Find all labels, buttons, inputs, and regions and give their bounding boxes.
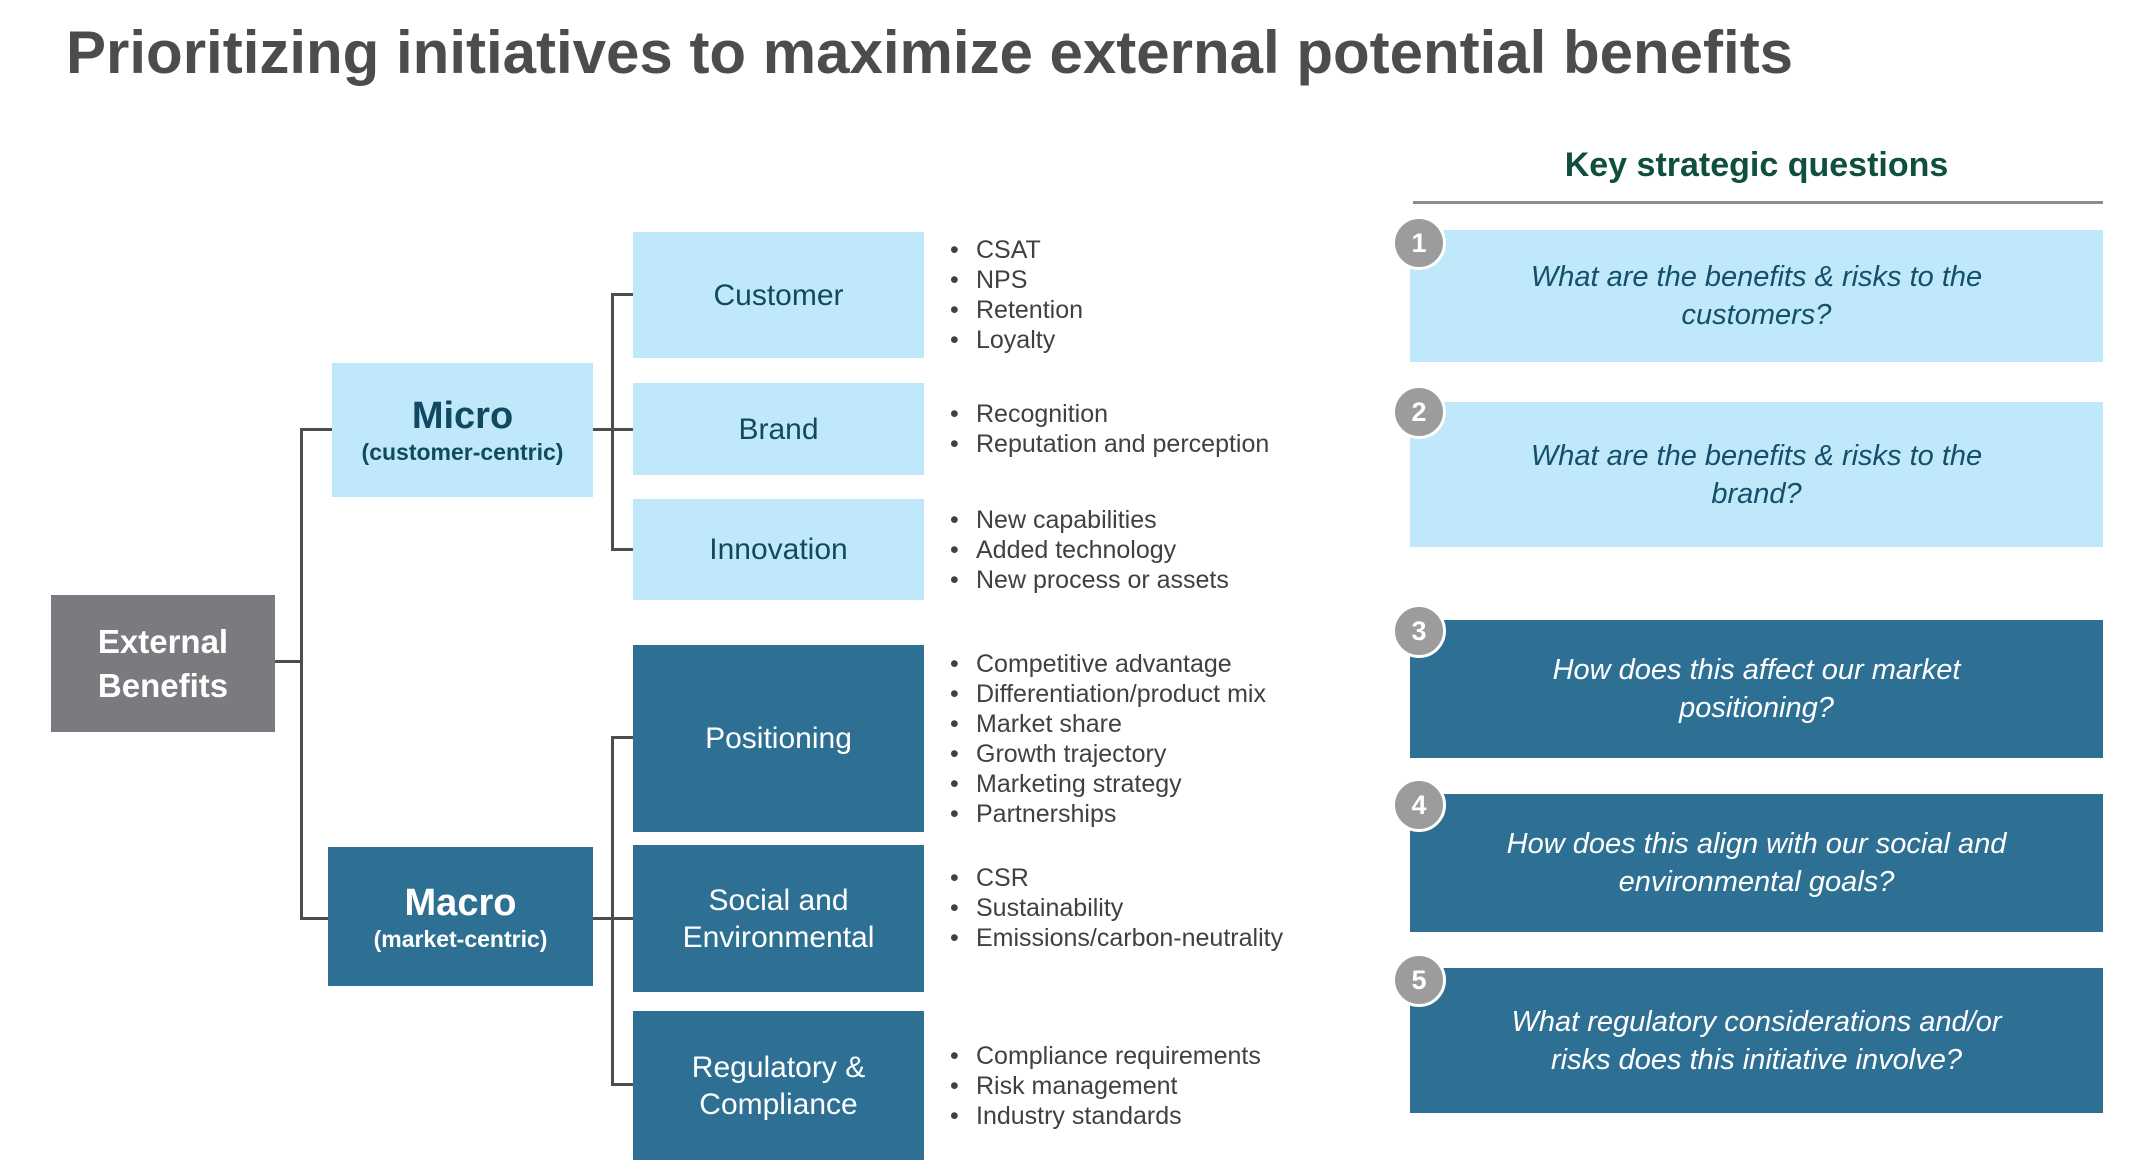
bullet-item: Marketing strategy — [940, 769, 1440, 799]
bullet-item: Recognition — [940, 399, 1440, 429]
node-micro: Micro (customer-centric) — [332, 363, 593, 497]
node-micro-sublabel: (customer-centric) — [361, 439, 564, 465]
question-box-1: What are the benefits & risks to the cus… — [1410, 230, 2103, 362]
node-positioning: Positioning — [633, 645, 924, 832]
node-macro-sublabel: (market-centric) — [373, 925, 548, 952]
question-number-badge-3: 3 — [1392, 604, 1446, 658]
connector-macro-vertical — [611, 736, 614, 1086]
node-innovation: Innovation — [633, 499, 924, 600]
node-macro-label: Macro — [404, 881, 517, 924]
bullet-item: CSAT — [940, 235, 1440, 265]
node-social-environmental-label: Social and Environmental — [682, 883, 875, 954]
connector-to-customer — [611, 293, 635, 296]
bullet-item: Sustainability — [940, 893, 1440, 923]
bullet-item: Retention — [940, 295, 1440, 325]
connector-to-micro — [300, 428, 334, 431]
node-positioning-label: Positioning — [705, 722, 852, 755]
bullet-item: New capabilities — [940, 505, 1440, 535]
bullet-item: Growth trajectory — [940, 739, 1440, 769]
questions-heading-underline — [1413, 201, 2103, 204]
question-text-2: What are the benefits & risks to the bra… — [1530, 439, 1983, 510]
social-bullet-list: CSR Sustainability Emissions/carbon-neut… — [940, 845, 1440, 970]
node-customer-label: Customer — [713, 278, 844, 312]
customer-bullet-list: CSAT NPS Retention Loyalty — [940, 232, 1440, 358]
connector-to-regulatory — [611, 1083, 635, 1086]
connector-to-macro — [300, 917, 330, 920]
bullet-item: Partnerships — [940, 799, 1440, 829]
question-number-badge-2: 2 — [1392, 385, 1446, 439]
bullet-item: CSR — [940, 863, 1440, 893]
questions-heading: Key strategic questions — [1564, 146, 1949, 184]
bullet-item: Emissions/carbon-neutrality — [940, 923, 1440, 953]
question-number-badge-1: 1 — [1392, 216, 1446, 270]
bullet-item: Industry standards — [940, 1101, 1440, 1131]
connector-root-out — [275, 660, 302, 663]
page-title: Prioritizing initiatives to maximize ext… — [66, 19, 1794, 86]
node-macro: Macro (market-centric) — [328, 847, 593, 986]
node-micro-label: Micro — [411, 395, 514, 437]
question-text-1: What are the benefits & risks to the cus… — [1530, 261, 1983, 331]
node-customer: Customer — [633, 232, 924, 358]
bullet-item: Added technology — [940, 535, 1440, 565]
bullet-item: Compliance requirements — [940, 1041, 1440, 1071]
brand-bullet-list: Recognition Reputation and perception — [940, 383, 1440, 475]
connector-micro-vertical — [611, 293, 614, 551]
regulatory-bullet-list: Compliance requirements Risk management … — [940, 1011, 1440, 1160]
bullet-item: Reputation and perception — [940, 429, 1440, 459]
node-external-benefits-label: External Benefits — [97, 622, 229, 704]
connector-to-innovation — [611, 548, 635, 551]
connector-to-social — [611, 917, 635, 920]
bullet-item: Competitive advantage — [940, 649, 1440, 679]
question-box-2: What are the benefits & risks to the bra… — [1410, 402, 2103, 547]
bullet-item: Differentiation/product mix — [940, 679, 1440, 709]
question-text-4: How does this align with our social and … — [1506, 828, 2007, 898]
question-box-3: How does this affect our market position… — [1410, 620, 2103, 758]
question-box-4: How does this align with our social and … — [1410, 794, 2103, 932]
bullet-item: Loyalty — [940, 325, 1440, 355]
node-brand-label: Brand — [738, 412, 819, 446]
question-number-badge-5: 5 — [1392, 953, 1446, 1007]
connector-macro-out — [593, 917, 613, 920]
node-regulatory-compliance: Regulatory & Compliance — [633, 1011, 924, 1160]
positioning-bullet-list: Competitive advantage Differentiation/pr… — [940, 645, 1440, 832]
connector-root-vertical — [300, 428, 303, 920]
connector-to-brand — [611, 428, 635, 431]
question-number-badge-4: 4 — [1392, 778, 1446, 832]
connector-micro-out — [593, 428, 613, 431]
bullet-item: NPS — [940, 265, 1440, 295]
question-box-5: What regulatory considerations and/or ri… — [1410, 968, 2103, 1113]
bullet-item: Market share — [940, 709, 1440, 739]
node-regulatory-compliance-label: Regulatory & Compliance — [691, 1050, 866, 1121]
node-brand: Brand — [633, 383, 924, 475]
node-innovation-label: Innovation — [709, 533, 848, 566]
bullet-item: New process or assets — [940, 565, 1440, 595]
bullet-item: Risk management — [940, 1071, 1440, 1101]
connector-to-positioning — [611, 736, 635, 739]
question-text-5: What regulatory considerations and/or ri… — [1511, 1005, 2002, 1076]
node-social-environmental: Social and Environmental — [633, 845, 924, 992]
node-external-benefits: External Benefits — [51, 595, 275, 732]
innovation-bullet-list: New capabilities Added technology New pr… — [940, 499, 1440, 600]
question-text-3: How does this affect our market position… — [1552, 654, 1961, 724]
